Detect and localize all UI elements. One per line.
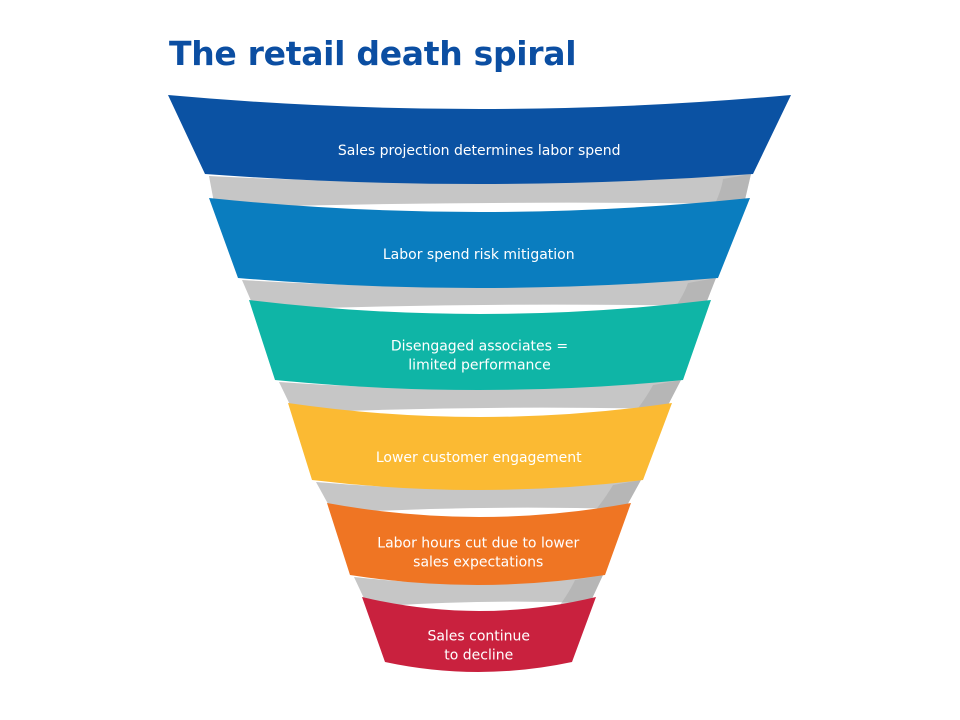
funnel-band-label-line: Lower customer engagement [376,450,582,466]
funnel-connector-shadow [560,575,603,605]
funnel-connector [354,575,603,607]
funnel-band-3 [249,300,711,390]
funnel-connector [279,380,681,413]
funnel-band-label-4: Lower customer engagement [376,450,582,466]
funnel-connector [209,174,751,208]
funnel-band-label-line: to decline [444,648,513,664]
funnel-band-6 [362,597,596,672]
funnel-band-1 [168,95,791,184]
funnel-band-label-line: Disengaged associates = [391,339,568,355]
funnel-band-label-5: Labor hours cut due to lower sales expect… [377,536,579,571]
funnel-connector [316,480,641,513]
funnel-band-label-6: Sales continue to decline [427,629,530,664]
funnel-band-label-line: Labor spend risk mitigation [383,247,575,263]
funnel-band-label-3: Disengaged associates = limited performan… [391,339,568,374]
funnel-bands: Sales projection determines labor spendL… [168,95,791,672]
funnel-connector-shadow [675,278,716,308]
funnel-band-label-line: limited performance [408,358,550,374]
funnel-band-4 [288,403,672,490]
funnel-band-label-line: Sales projection determines labor spend [338,143,621,159]
funnel-connector [242,278,716,310]
funnel-band-label-line: Labor hours cut due to lower [377,536,579,552]
funnel-connector-shadow [595,480,641,511]
funnel-band-5 [327,503,631,585]
funnel-connectors [209,174,751,607]
funnel-band-label-2: Labor spend risk mitigation [383,247,575,263]
funnel-connector-shadow [636,380,681,411]
funnel-band-label-line: Sales continue [427,629,530,645]
page-title: The retail death spiral [169,34,577,73]
funnel-connector-shadow [714,174,751,206]
funnel-band-label-line: sales expectations [413,555,543,571]
funnel-band-2 [209,198,750,288]
funnel-band-label-1: Sales projection determines labor spend [338,143,621,159]
